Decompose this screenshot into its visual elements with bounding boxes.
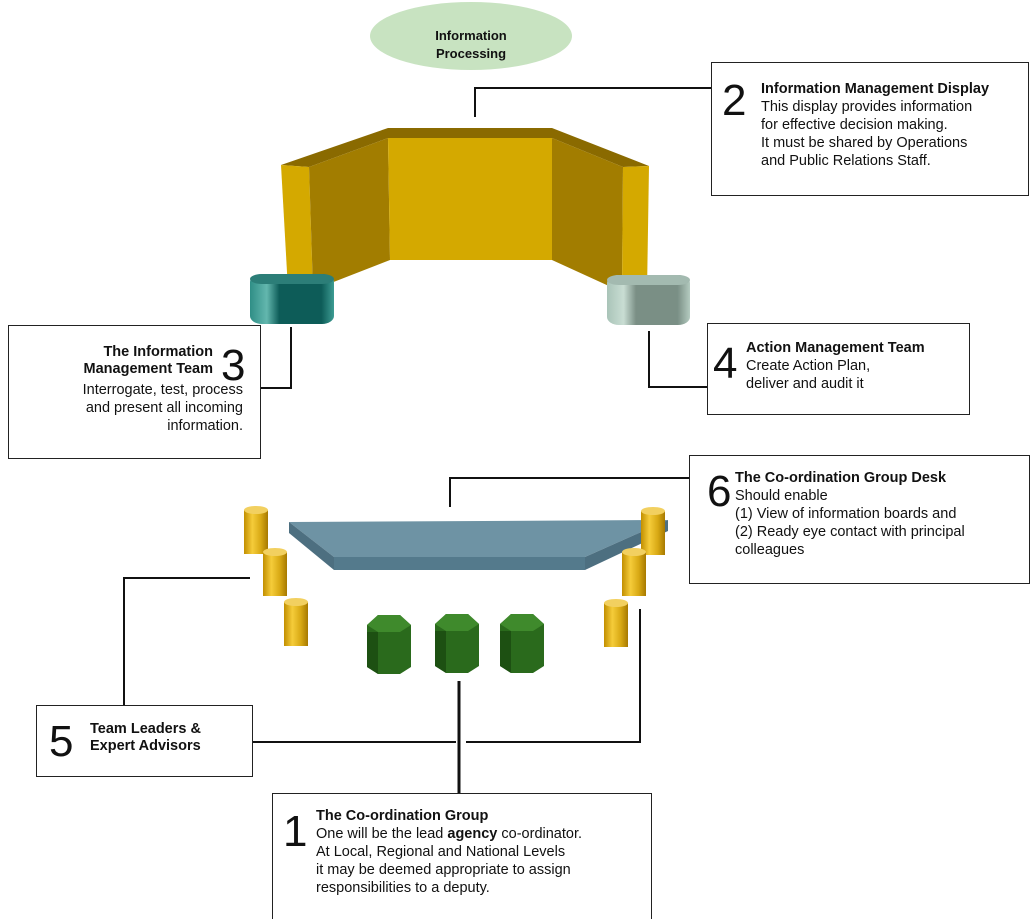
box-3-line-1: Interrogate, test, process xyxy=(82,382,243,398)
box-6-line-4: colleagues xyxy=(735,542,805,558)
box-3-title-line-2: Management Team xyxy=(83,361,213,377)
box-5-title-line-1: Team Leaders & xyxy=(90,721,201,737)
box-6-line-2: (1) View of information boards and xyxy=(735,506,957,522)
box-1-line-1-pre: One will be the lead xyxy=(316,826,448,842)
box-6-line-3: (2) Ready eye contact with principal xyxy=(735,524,965,540)
information-processing-label: Information Processing xyxy=(435,28,507,61)
box-3-title-line-1: The Information xyxy=(103,344,213,360)
stool-left-3 xyxy=(284,598,308,646)
box-1-title: The Co-ordination Group xyxy=(316,808,489,824)
connector-leaders-left xyxy=(123,577,250,705)
box-1-line-2: At Local, Regional and National Levels xyxy=(316,844,566,860)
connector-display xyxy=(474,87,711,117)
box-1-line-4: responsibilities to a deputy. xyxy=(316,880,490,896)
box-2-line-3: It must be shared by Operations xyxy=(761,135,968,151)
stool-right-2 xyxy=(622,548,646,596)
box-2-line-2: for effective decision making. xyxy=(761,117,948,133)
connector-action-team xyxy=(648,331,707,388)
box-1-line-3: it may be deemed appropriate to assign xyxy=(316,862,571,878)
box-2-title: Information Management Display xyxy=(761,81,990,97)
connector-desk xyxy=(449,477,689,507)
box-1-line-1: One will be the lead agency co-ordinator… xyxy=(316,825,651,843)
action-team-pod xyxy=(607,275,690,325)
step-number-5: 5 xyxy=(49,717,74,766)
box-3-line-2: and present all incoming xyxy=(85,400,243,416)
box-coordination-group: 1 The Co-ordination Group One will be th… xyxy=(272,793,652,919)
green-stool-1 xyxy=(367,615,411,674)
box-3-line-3: information. xyxy=(167,418,243,434)
green-stool-3 xyxy=(500,614,544,673)
stool-left-2 xyxy=(263,548,287,596)
connector-lines xyxy=(123,87,711,793)
coordination-desk xyxy=(289,520,668,570)
box-action-team: 4 Action Management Team Create Action P… xyxy=(707,323,970,415)
box-6-title: The Co-ordination Group Desk xyxy=(735,470,947,486)
box-6-line-1: Should enable xyxy=(735,488,828,504)
box-team-leaders: 5 Team Leaders & Expert Advisors xyxy=(36,705,253,777)
box-coordination-desk: 6 The Co-ordination Group Desk Should en… xyxy=(689,455,1030,584)
connector-info-team xyxy=(261,327,292,389)
box-4-line-2: deliver and audit it xyxy=(746,376,864,392)
box-information-display: 2 Information Management Display This di… xyxy=(711,62,1029,196)
information-team-pod xyxy=(250,274,334,324)
information-display-screen xyxy=(281,128,649,292)
box-5-title-line-2: Expert Advisors xyxy=(90,738,201,754)
box-4-title: Action Management Team xyxy=(746,340,925,356)
box-information-team: 3 The Information Management Team Interr… xyxy=(8,325,261,459)
connector-leaders-right xyxy=(466,609,641,743)
green-stool-2 xyxy=(435,614,479,673)
step-number-2: 2 xyxy=(722,76,747,125)
box-4-line-1: Create Action Plan, xyxy=(746,358,871,374)
information-processing-ellipse xyxy=(370,2,572,70)
box-2-line-1: This display provides information xyxy=(761,99,973,115)
box-1-line-1-bold: agency xyxy=(447,826,498,842)
step-number-3: 3 xyxy=(221,341,246,390)
stool-right-3 xyxy=(604,599,628,647)
step-number-4: 4 xyxy=(713,339,738,388)
box-1-line-1-post: co-ordinator. xyxy=(497,826,583,842)
step-number-6: 6 xyxy=(707,467,732,516)
stool-right-1 xyxy=(641,507,665,555)
stool-left-1 xyxy=(244,506,268,554)
box-2-line-4: and Public Relations Staff. xyxy=(761,153,931,169)
step-number-1: 1 xyxy=(283,807,308,856)
